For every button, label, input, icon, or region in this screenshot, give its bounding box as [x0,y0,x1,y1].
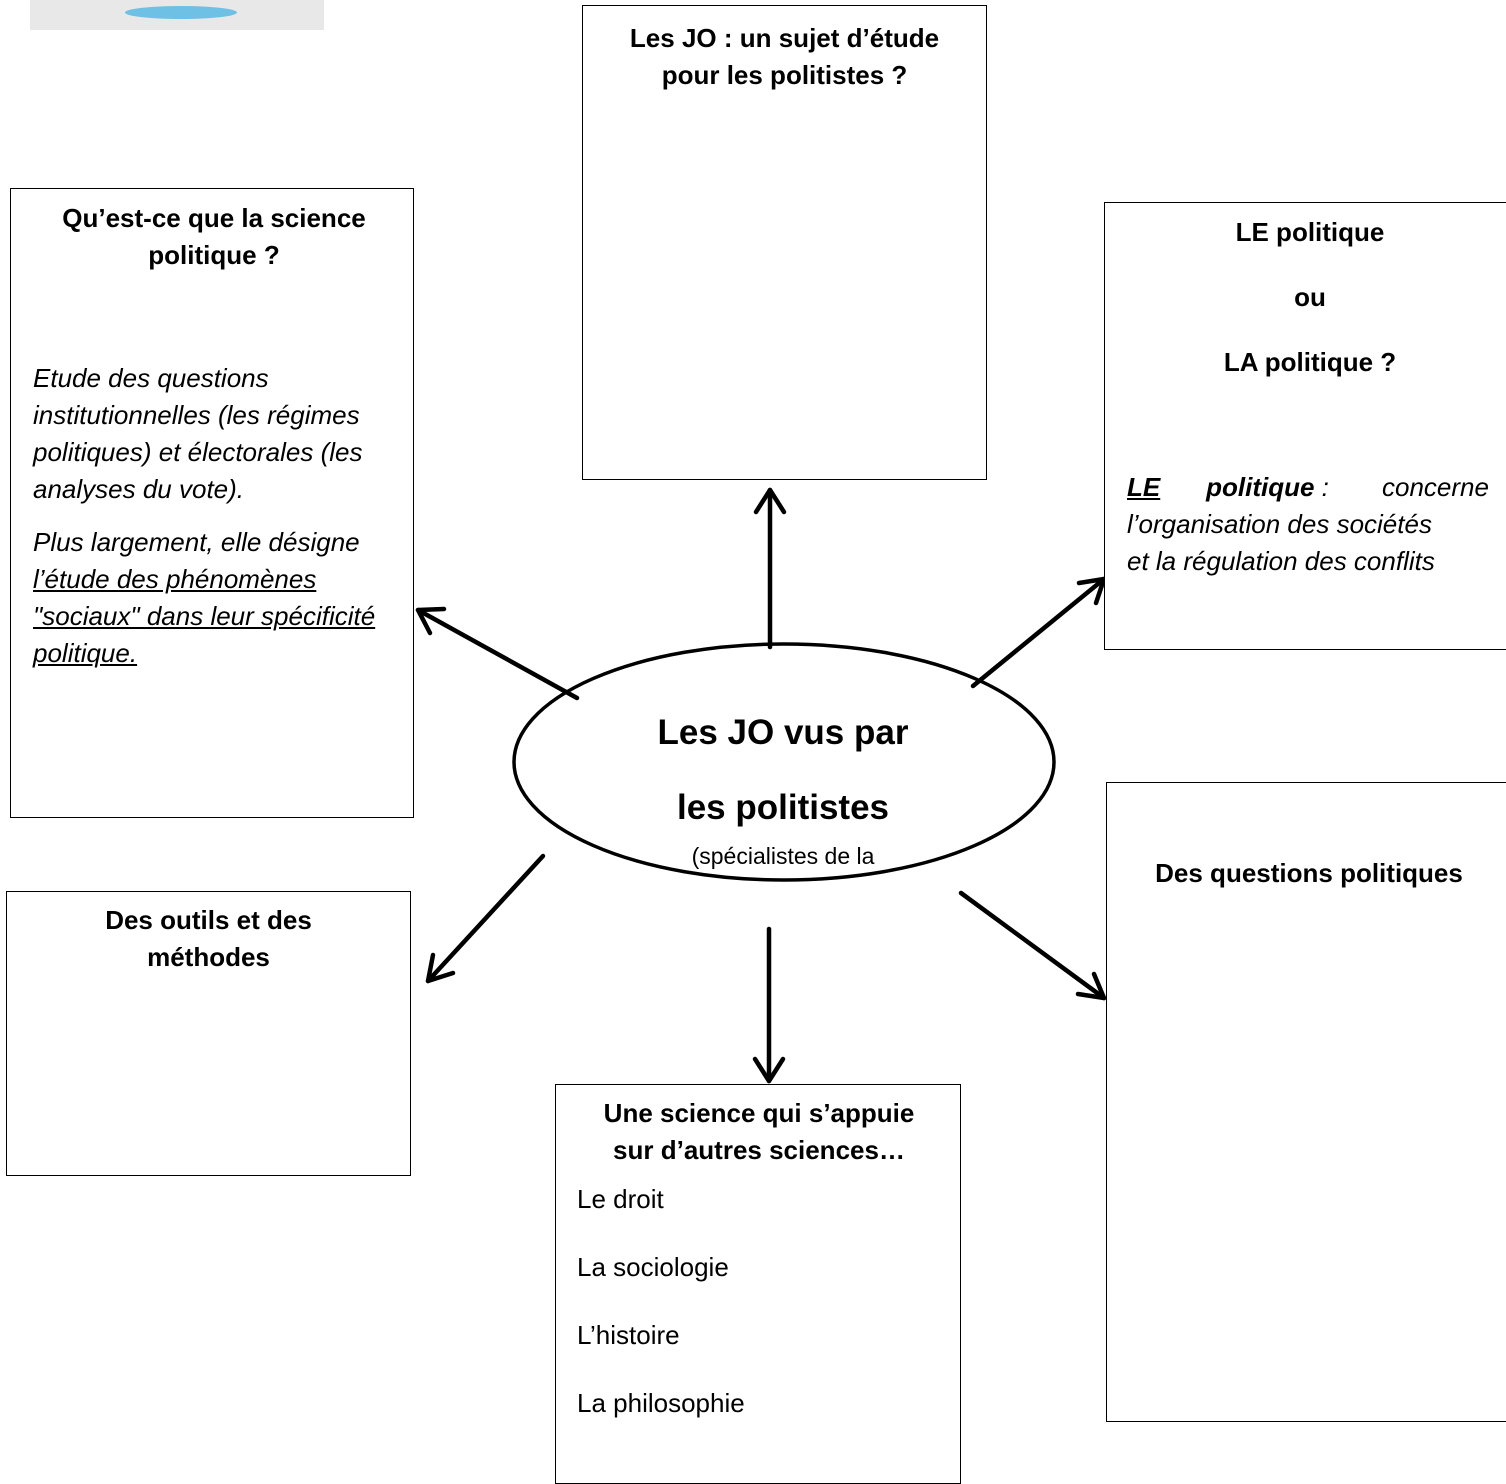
box-outils-title-line1: Des outils et des [105,905,312,935]
arrow-lower-right [958,890,1107,1001]
box-jo-title-line1: Les JO : un sujet d’étude [629,23,940,53]
box-science-para1: Etude des questions institutionnelles (l… [33,363,363,504]
box-le-la-def-line1: LE politique : concerne [1127,469,1489,506]
arrow-lower-left [425,853,546,984]
list-item: L’histoire [577,1320,680,1350]
box-science-politique: Qu’est-ce que la science politique ? Etu… [10,188,414,818]
box-autres-sciences: Une science qui s’appuie sur d’autres sc… [555,1084,961,1484]
definition-colon: : [1314,472,1337,502]
list-item: Le droit [577,1184,664,1214]
box-outils-methodes: Des outils et des méthodes [6,891,411,1176]
box-science-title-line2: politique ? [148,240,280,270]
box-outils-title: Des outils et des méthodes [7,902,410,976]
box-science-title: Qu’est-ce que la science politique ? [33,200,395,274]
center-title-line2: les politistes [676,788,890,827]
definition-term-politique: politique [1206,472,1315,502]
box-le-la-politique: LE politique ou LA politique ? LE politi… [1104,202,1506,650]
box-le-la-line1: LE politique [1235,217,1385,247]
pool-shape [125,6,237,19]
box-science-para2: Plus largement, elle désigne l’étude des… [33,524,395,672]
box-jo-title-line2: pour les politistes ? [661,60,908,90]
box-une-title-line1: Une science qui s’appuie [603,1098,915,1128]
box-le-la-line3: LA politique ? [1223,347,1397,377]
center-title-line1: Les JO vus par [657,713,909,752]
box-le-la-def-line3: et la régulation des conflits [1127,546,1435,576]
arrow-upper-left [415,606,580,701]
box-le-la-line2: ou [1294,282,1326,312]
list-item: La philosophie [577,1388,745,1418]
thumbnail-image-fragment [30,0,324,30]
list-item: La sociologie [577,1252,729,1282]
box-jo-sujet: Les JO : un sujet d’étude pour les polit… [582,5,987,480]
box-outils-title-line2: méthodes [147,942,270,972]
definition-term-le: LE [1127,472,1161,502]
box-une-title: Une science qui s’appuie sur d’autres sc… [577,1095,941,1169]
box-science-title-line1: Qu’est-ce que la science [62,203,366,233]
arrow-down [752,926,786,1084]
box-questions-politiques: Des questions politiques [1106,782,1506,1422]
box-le-la-definition: LE politique : concerne l’organisation d… [1127,469,1489,580]
arrow-upper-right [970,576,1107,689]
box-science-para2-underlined: l’étude des phénomènes "sociaux" dans le… [33,564,376,668]
arrow-up [753,487,787,650]
box-jo-title: Les JO : un sujet d’étude pour les polit… [583,20,986,94]
box-science-para2-prefix: Plus largement, elle désigne [33,527,360,557]
sciences-list: Le droit La sociologie L’histoire La phi… [577,1184,960,1419]
box-le-la-title: LE politique ou LA politique ? [1127,214,1493,381]
box-le-la-def-line2: l’organisation des sociétés [1127,509,1432,539]
box-une-title-line2: sur d’autres sciences… [613,1135,905,1165]
definition-word-concerne: concerne [1382,472,1489,502]
center-ellipse [512,642,1056,882]
box-questions-title: Des questions politiques [1155,858,1463,888]
center-subtitle: (spécialistes de la [691,843,875,869]
